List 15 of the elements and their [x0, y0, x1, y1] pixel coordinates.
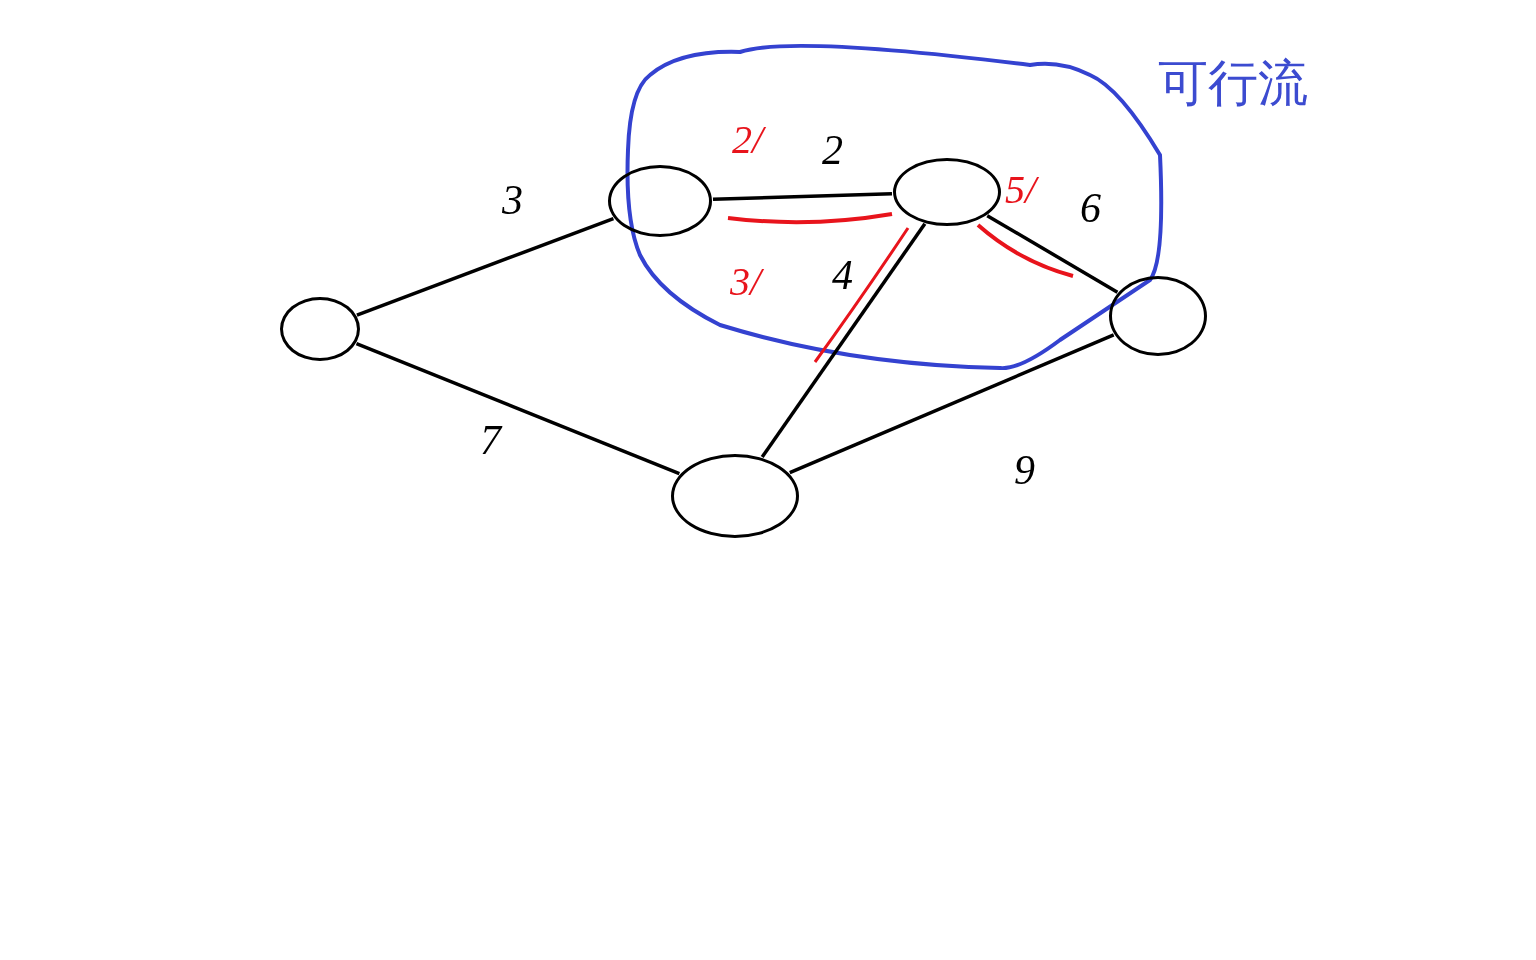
edge-line — [355, 342, 680, 476]
flow-value: 2/ — [732, 120, 764, 160]
flow-value: 5/ — [1005, 170, 1037, 210]
edge-line — [789, 333, 1115, 475]
graph-vertex — [280, 297, 360, 361]
graph-vertex — [1109, 276, 1207, 356]
edge-line — [986, 214, 1119, 294]
graph-vertex — [608, 165, 712, 237]
edge-line — [356, 216, 614, 317]
flow-value: 3/ — [730, 262, 762, 302]
edge-line — [760, 222, 927, 459]
region-title: 可行流 — [1158, 58, 1308, 108]
edge-line — [712, 192, 893, 202]
graph-vertex — [893, 158, 1001, 226]
graph-vertex — [671, 454, 799, 538]
